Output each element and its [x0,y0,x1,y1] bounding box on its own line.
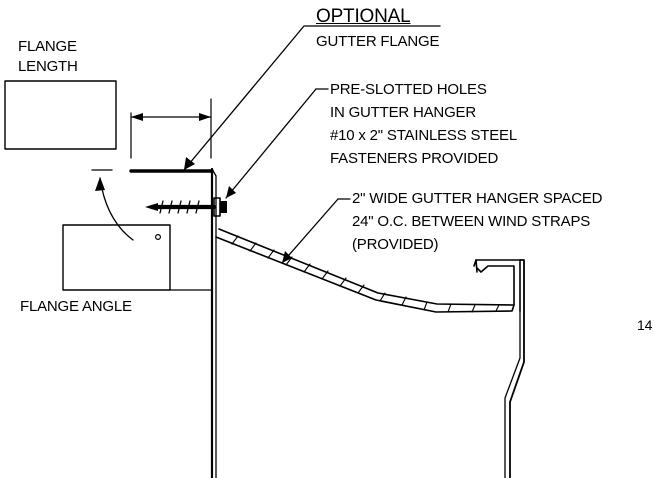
gutter-hanger-hatching [231,235,500,313]
optional-label: OPTIONAL [316,6,411,27]
flange-angle-box-dot [155,234,162,241]
fastener-thread-3 [177,200,182,214]
holes-label-line3: #10 x 2" STAINLESS STEEL [330,127,517,144]
page-number-fragment: 14 [637,317,653,333]
fastener-head [220,201,227,213]
fascia-wall-top [211,168,217,177]
fastener-thread-5 [195,200,200,214]
holes-label-line4: FASTENERS PROVIDED [330,150,499,167]
flange-angle-arrowhead [95,177,105,191]
fastener-thread-4 [186,200,191,214]
gutter-front-face-outer [509,259,525,478]
flange-length-label-line1: FLANGE [18,38,77,55]
gutter-front-face-inner [504,310,521,478]
holes-label-line1: PRE-SLOTTED HOLES [330,81,487,98]
gutter-hanger-strap [215,228,515,313]
hanger-label-line1: 2" WIDE GUTTER HANGER SPACED [352,190,603,207]
holes-label-line2: IN GUTTER HANGER [330,104,476,121]
fastener-thread-2 [168,200,173,214]
flange-angle-label: FLANGE ANGLE [20,298,132,315]
dimension-arrow-left [131,113,143,121]
flange-angle-box [62,224,171,291]
fastener-thread-1 [159,200,164,214]
flange-angle-arc [99,177,134,241]
gutter-flange-label: GUTTER FLANGE [316,33,440,50]
gutter-hanger-hook-inner [475,259,478,273]
hanger-label-line2: 24" O.C. BETWEEN WIND STRAPS [352,213,591,230]
optional-flange-arrowhead [184,157,195,170]
flange-length-label-line2: LENGTH [18,58,78,75]
hanger-label-line3: (PROVIDED) [352,236,439,253]
flange-length-box [4,80,117,150]
optional-flange-leader [183,25,317,171]
gutter-hanger-hook [473,259,521,312]
holes-leader-arrowhead [226,186,236,198]
hanger-leader [281,198,339,264]
holes-leader [225,88,317,199]
dimension-arrow-right [199,113,211,121]
